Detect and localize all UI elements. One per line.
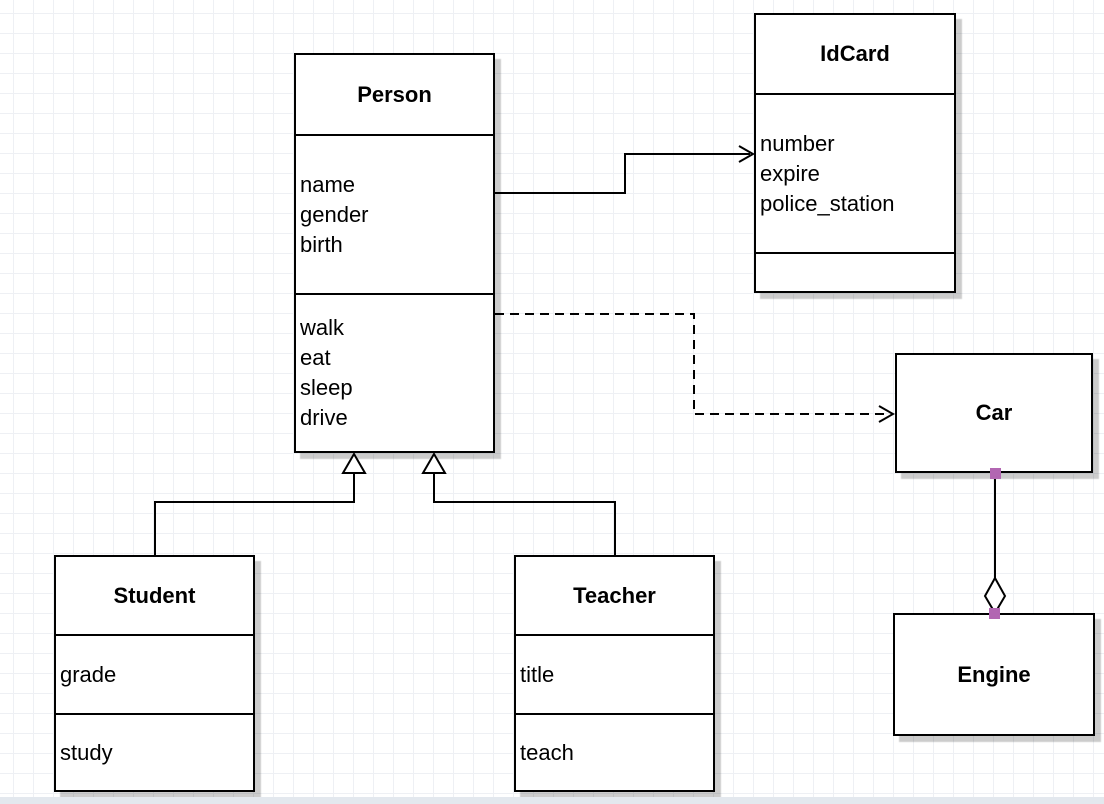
method-label: sleep	[300, 375, 353, 400]
teacher-attributes-section: title	[516, 634, 713, 713]
person-attributes-section: name gender birth	[296, 134, 493, 293]
edge-association-person-idcard[interactable]	[495, 145, 756, 194]
class-title-engine: Engine	[957, 661, 1031, 687]
edge-aggregation-car-engine[interactable]	[983, 468, 1007, 619]
open-arrowhead-icon	[878, 405, 896, 423]
student-attributes-section: grade	[56, 634, 253, 713]
method-label: drive	[300, 405, 348, 430]
hollow-triangle-icon	[421, 452, 447, 474]
idcard-attributes-section: number expire police_station	[756, 93, 954, 252]
class-title-teacher: Teacher	[573, 582, 656, 608]
hollow-diamond-icon	[983, 575, 1007, 615]
edge-generalization-student-person[interactable]	[154, 452, 367, 555]
idcard-methods-section	[756, 252, 954, 291]
attribute-label: number	[760, 130, 835, 156]
connection-point-marker[interactable]	[989, 608, 1000, 619]
horizontal-scrollbar[interactable]	[0, 797, 1104, 804]
student-methods-section: study	[56, 713, 253, 790]
edge-dependency-person-car[interactable]	[495, 313, 896, 423]
attribute-label: police_station	[760, 190, 895, 216]
connection-point-marker[interactable]	[990, 468, 1001, 479]
class-box-student[interactable]: Student grade study	[54, 555, 255, 792]
edge-generalization-teacher-person[interactable]	[421, 452, 616, 555]
class-title-car: Car	[975, 400, 1013, 425]
method-label: eat	[300, 345, 331, 370]
attribute-label: birth	[300, 231, 343, 257]
class-title-student: Student	[113, 582, 196, 608]
attribute-label: title	[520, 661, 555, 687]
attribute-label: expire	[760, 160, 820, 186]
class-title-person: Person	[357, 81, 432, 107]
attribute-label: gender	[300, 201, 369, 227]
open-arrowhead-icon	[738, 145, 756, 163]
attribute-label: grade	[60, 661, 117, 687]
method-label: study	[60, 739, 113, 765]
method-label: walk	[300, 315, 345, 340]
class-box-idcard[interactable]: IdCard number expire police_station	[754, 13, 956, 293]
class-box-person[interactable]: Person name gender birth walk eat sleep …	[294, 53, 495, 453]
person-methods-section: walk eat sleep drive	[296, 293, 493, 451]
class-box-engine[interactable]: Engine	[893, 613, 1095, 736]
hollow-triangle-icon	[341, 452, 367, 474]
attribute-label: name	[300, 171, 356, 197]
class-title-idcard: IdCard	[820, 41, 890, 66]
method-label: teach	[520, 739, 574, 765]
teacher-methods-section: teach	[516, 713, 713, 790]
class-box-teacher[interactable]: Teacher title teach	[514, 555, 715, 792]
